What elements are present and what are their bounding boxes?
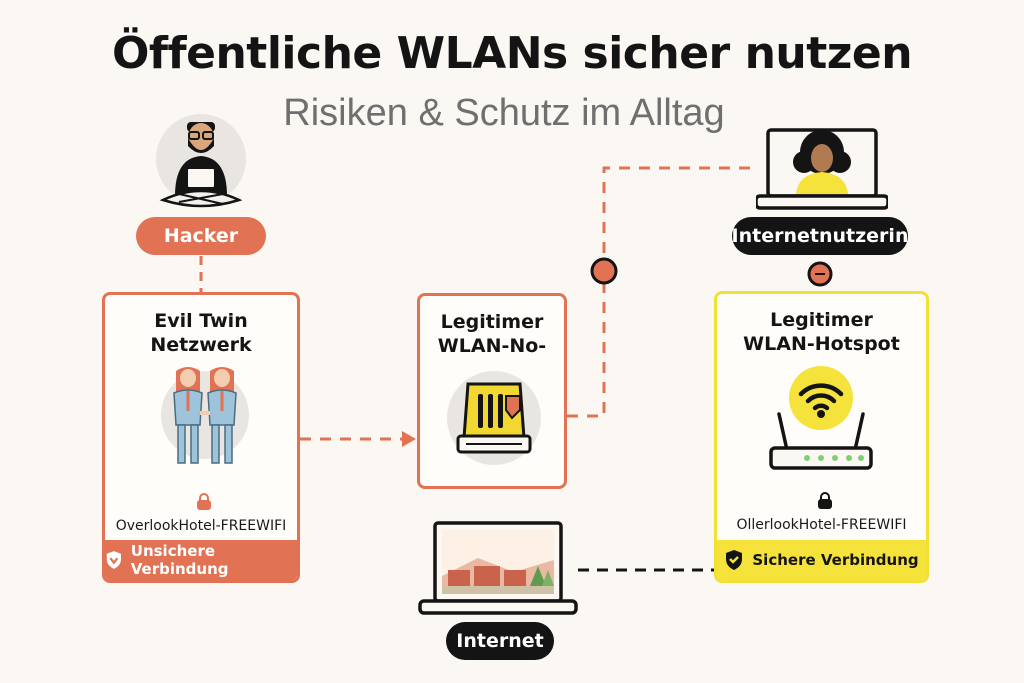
hotspot-ssid: OllerlookHotel-FREEWIFI [736,517,907,533]
legit-wlan-card[interactable]: Legitimer WLAN-No- [417,293,567,489]
laptop-landscape-icon [418,520,578,620]
lock-icon [817,492,833,514]
evil-twin-status: Unsichere Verbindung [130,542,229,578]
legit-hotspot-card[interactable]: Legitimer WLAN-Hotspot OllerlookHotel-FR… [714,291,929,583]
evil-twin-arrow-head [402,431,416,447]
router-device-icon [442,370,546,470]
evil-twin-status-bar: Unsichere Verbindung [105,540,297,580]
woman-at-laptop-icon [754,128,890,216]
evil-twin-card[interactable]: Evil Twin Netzwerk OverlookHote [102,292,300,583]
hacker-icon [149,114,253,214]
middle-connector-node [590,257,618,285]
page-subtitle: Risiken & Schutz im Alltag [283,92,725,134]
evil-twin-title-line2: Netzwerk [150,334,252,356]
lock-icon [196,493,212,515]
middle-connector [567,166,758,418]
twins-icon [160,363,250,475]
hotspot-status: Sichere Verbindung [752,551,919,569]
evil-twin-title-line1: Evil Twin [154,310,248,332]
shield-check-icon [726,550,743,570]
shield-warning-icon [106,551,121,569]
legit-wlan-title-line1: Legitimer [440,311,544,333]
hotspot-status-bar: Sichere Verbindung [717,540,926,580]
hotspot-title-line1: Legitimer [770,309,873,331]
hotspot-title-line2: WLAN-Hotspot [743,333,900,355]
page-title: Öffentliche WLANs sicher nutzen [111,28,913,79]
evil-twin-ssid: OverlookHotel-FREEWIFI [115,518,287,534]
hacker-label: Hacker [136,217,266,255]
user-label: Internetnutzerin [732,217,908,255]
legit-wlan-title-line2: WLAN-No- [437,335,547,357]
internet-label: Internet [446,622,554,660]
wifi-router-icon [769,366,879,480]
